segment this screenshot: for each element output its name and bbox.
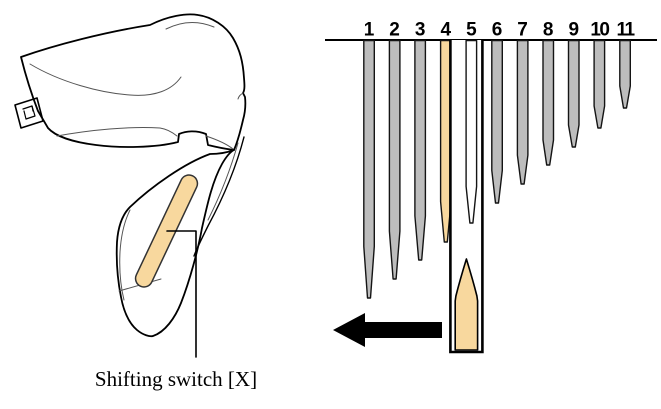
sprocket-bar-11: [619, 39, 631, 109]
sprocket-number-7: 7: [517, 20, 528, 41]
hood-inner-line-lower: [56, 126, 178, 137]
shift-direction-arrow-icon: [333, 313, 442, 347]
hood-outline: [20, 13, 247, 151]
sprocket-number-3: 3: [415, 20, 426, 41]
blade-edge-thickness-line: [119, 209, 131, 301]
sprocket-number-8: 8: [543, 20, 554, 41]
sprocket-number-1: 1: [364, 20, 375, 41]
sprocket-bar-10: [593, 39, 606, 129]
sprocket-number-4: 4: [441, 20, 452, 41]
band-clamp-inner-line: [22, 105, 36, 120]
sprocket-bar-7: [516, 39, 529, 185]
sprocket-number-11: 11: [616, 20, 635, 41]
sprocket-number-6: 6: [492, 20, 503, 41]
sprocket-bar-8: [542, 39, 555, 166]
sprocket-number-10: 10: [590, 20, 609, 41]
sprocket-number-2: 2: [389, 20, 400, 41]
hood-inner-line-upper: [29, 63, 182, 96]
sprocket-bar-5: [465, 39, 478, 224]
shifting-switch-label: Shifting switch [X]: [94, 367, 258, 391]
sprocket-bar-6: [491, 39, 503, 204]
sprocket-bar-3: [414, 39, 427, 261]
sprocket-number-9: 9: [569, 20, 580, 41]
hood-peak-ridge-line: [165, 22, 215, 30]
chain-position-pointer: [454, 258, 479, 351]
sprocket-bar-2: [388, 39, 401, 280]
hood-tab-line: [205, 135, 234, 150]
lever-blade-outline: [115, 149, 235, 338]
sprocket-bar-9: [567, 39, 580, 148]
shifter-drawing: [14, 13, 247, 358]
sprocket-number-5: 5: [466, 20, 477, 41]
brake-lever-edge-inner: [207, 142, 239, 221]
sprocket-bar-1: [363, 39, 375, 299]
switch-leader-line: [166, 230, 197, 358]
band-clamp-slot: [31, 105, 34, 112]
hood-notch-line: [237, 92, 244, 100]
